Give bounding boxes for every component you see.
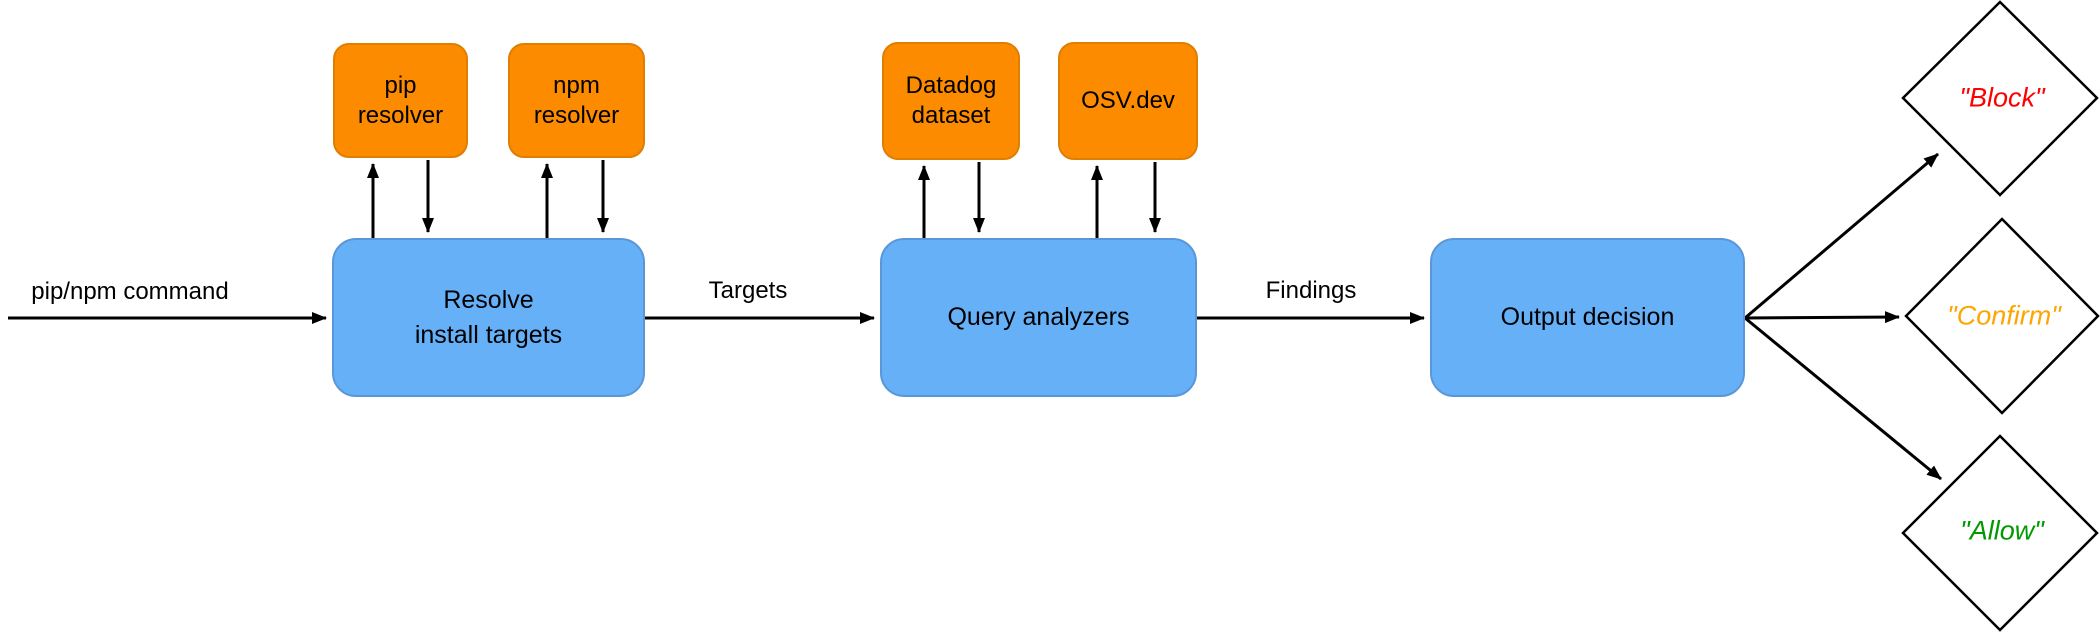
query-analyzers-box: Query analyzers [880,238,1197,397]
osv-dev-label: OSV.dev [1081,87,1175,114]
datadog-label-line1: Datadog [905,72,997,99]
npm-resolver-label-line2: resolver [533,101,620,129]
allow-diamond [1901,434,2099,632]
output-decision-box: Output decision [1430,238,1745,397]
block-diamond [1901,0,2099,197]
osv-dev-box: OSV.dev [1058,42,1198,160]
query-analyzers-label: Query analyzers [947,303,1130,331]
input-edge-label: pip/npm command [31,278,229,305]
pip-resolver-box: pip resolver [333,43,468,158]
allow-decision-label: "Allow" [1960,515,2044,546]
confirm-diamond [1904,217,2100,415]
npm-resolver-box: npm resolver [508,43,645,158]
resolve-label-line2: install targets [414,320,563,349]
to-block-arrow [1744,152,1939,320]
pip-resolver-label-line1: pip [384,71,417,99]
findings-edge-label: Findings [1265,277,1357,304]
block-decision-label: "Block" [1959,82,2045,113]
datadog-dataset-box: Datadog dataset [882,42,1020,160]
resolve-install-targets-box: Resolve install targets [332,238,645,397]
to-confirm-arrow [1744,311,1900,324]
output-decision-label: Output decision [1500,303,1675,331]
pip-resolver-label-line2: resolver [357,101,444,129]
targets-edge-label: Targets [708,277,788,304]
datadog-label-line2: dataset [911,102,991,129]
to-allow-arrow [1744,316,1942,481]
resolve-label-line1: Resolve [443,285,534,314]
npm-resolver-label-line1: npm [553,71,600,99]
confirm-decision-label: "Confirm" [1947,300,2061,331]
